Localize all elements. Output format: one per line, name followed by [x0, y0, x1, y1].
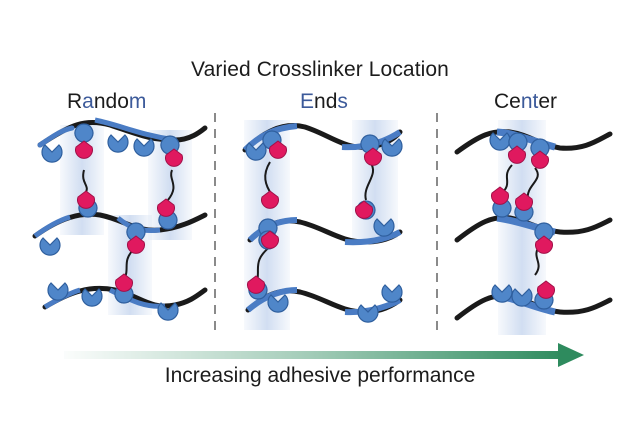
label-seg-highlight: s: [337, 90, 348, 113]
performance-arrow: [64, 343, 584, 367]
arrow-label: Increasing adhesive performance: [164, 364, 476, 387]
label-seg-highlight: a: [82, 90, 94, 113]
label-seg: R: [67, 90, 83, 113]
column-label-center: Center: [494, 90, 557, 114]
label-seg: Ce: [494, 90, 521, 113]
label-seg: ndo: [93, 90, 129, 113]
figure-title: Varied Crosslinker Location: [191, 58, 449, 81]
label-seg-highlight: nt: [520, 90, 539, 113]
label-seg: nd: [314, 90, 338, 113]
panel-center: [454, 120, 613, 335]
label-seg: er: [538, 90, 558, 113]
label-seg-highlight: m: [128, 90, 147, 113]
column-label-ends: Ends: [300, 90, 348, 114]
panel-random: [32, 117, 208, 321]
panel-ends: [242, 120, 403, 330]
label-seg-highlight: E: [300, 90, 315, 113]
column-label-random: Random: [67, 90, 146, 114]
